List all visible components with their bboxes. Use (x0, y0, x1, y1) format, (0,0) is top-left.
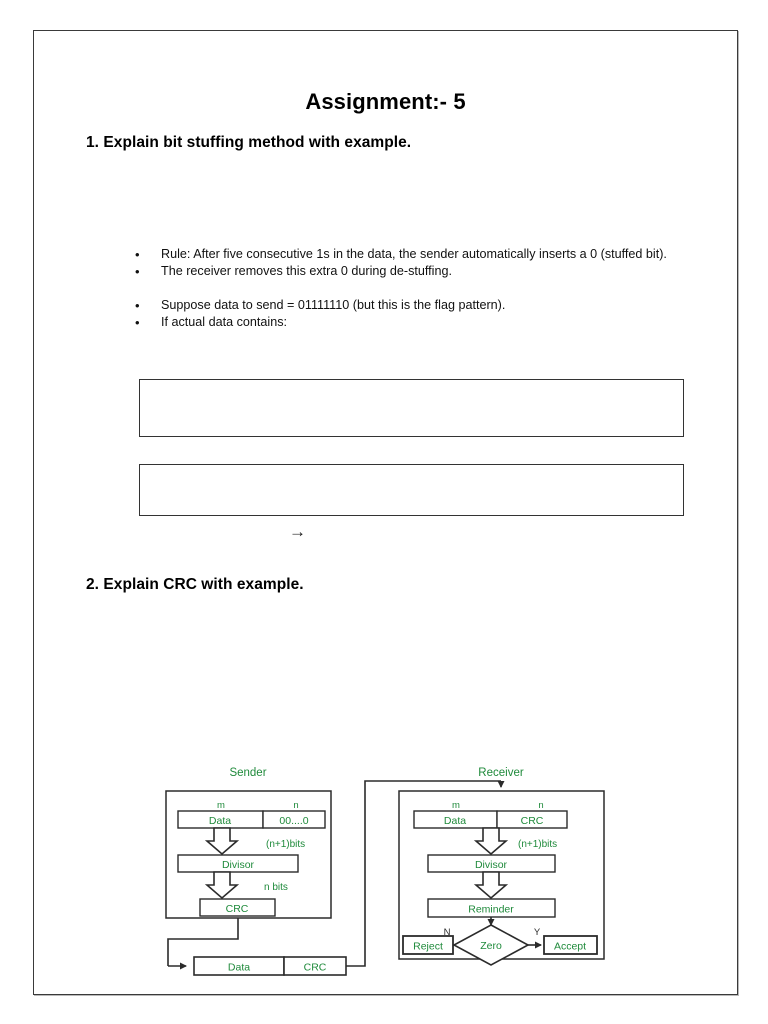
svg-text:CRC: CRC (226, 903, 249, 915)
answer-box-2[interactable] (139, 464, 684, 516)
sender-block-arrow-1 (204, 827, 240, 856)
svg-text:CRC: CRC (304, 962, 327, 974)
receiver-n-label: n (538, 800, 543, 811)
zero-decision-diamond: Zero (452, 924, 530, 966)
right-arrow-icon: → (289, 522, 306, 541)
sender-nplus1-label: (n+1)bits (266, 839, 305, 850)
page-sheet: Assignment:- 5 1. Explain bit stuffing m… (33, 30, 738, 995)
receiver-divisor-block: Divisor (427, 854, 556, 873)
sender-block-arrow-2 (204, 871, 240, 900)
receiver-label: Receiver (478, 767, 524, 779)
receiver-crc-cell: CRC (496, 810, 568, 829)
bullet-marker: • (135, 315, 140, 330)
receiver-reminder-block: Reminder (427, 898, 556, 918)
receiver-data-cell: Data (413, 810, 498, 829)
list-item: • Suppose data to send = 01111110 (but t… (129, 297, 674, 314)
transmission-frame-crc-cell: CRC (283, 956, 347, 976)
svg-text:CRC: CRC (521, 815, 544, 827)
page-title: Assignment:- 5 (305, 89, 466, 114)
svg-text:Data: Data (228, 962, 250, 974)
svg-text:Divisor: Divisor (475, 859, 508, 871)
sender-data-cell: Data (177, 810, 264, 829)
sender-m-label: m (217, 800, 225, 811)
list-item: • Rule: After five consecutive 1s in the… (129, 246, 674, 263)
bullet-marker: • (135, 247, 140, 262)
sender-divisor-block: Divisor (177, 854, 299, 873)
receiver-block-arrow-1 (473, 827, 509, 856)
decision-no-label: N (444, 927, 451, 938)
bullet-list: • Rule: After five consecutive 1s in the… (129, 246, 674, 331)
svg-text:Reminder: Reminder (468, 904, 514, 916)
sender-zeros-cell: 00....0 (262, 810, 326, 829)
page-content: Assignment:- 5 1. Explain bit stuffing m… (34, 31, 737, 994)
list-item-text: The receiver removes this extra 0 during… (161, 264, 452, 278)
svg-text:00....0: 00....0 (279, 815, 308, 827)
crc-diagram: Sender Receiver m n Data 00....0 (n+1)bi… (156, 759, 616, 987)
svg-text:Data: Data (444, 815, 466, 827)
reject-block: Reject (402, 935, 454, 955)
sender-n-label: n (293, 800, 298, 811)
receiver-m-label: m (452, 800, 460, 811)
list-item: • If actual data contains: (129, 314, 674, 331)
list-item-text: Suppose data to send = 01111110 (but thi… (161, 298, 506, 312)
frame-to-receiver-connector (346, 780, 505, 967)
question-1-heading: 1. Explain bit stuffing method with exam… (86, 134, 412, 151)
svg-text:Zero: Zero (480, 940, 502, 952)
bullet-marker: • (135, 264, 140, 279)
svg-text:Reject: Reject (413, 941, 443, 953)
svg-text:Data: Data (209, 815, 231, 827)
sender-nbits-label: n bits (264, 882, 288, 893)
list-item: • The receiver removes this extra 0 duri… (129, 263, 674, 280)
accept-block: Accept (543, 935, 598, 955)
sender-to-frame-connector (167, 918, 239, 970)
list-item-text: Rule: After five consecutive 1s in the d… (161, 247, 667, 261)
sender-label: Sender (229, 767, 266, 779)
receiver-nplus1-label: (n+1)bits (518, 839, 557, 850)
decision-yes-label: Y (534, 927, 541, 938)
question-2-heading: 2. Explain CRC with example. (86, 576, 304, 593)
transmission-frame-data-cell: Data (193, 956, 285, 976)
receiver-block-arrow-2 (473, 871, 509, 900)
svg-text:Accept: Accept (554, 941, 586, 953)
svg-text:Divisor: Divisor (222, 859, 255, 871)
list-item-text: If actual data contains: (161, 315, 288, 329)
answer-box-1[interactable] (139, 379, 684, 437)
bullet-marker: • (135, 298, 140, 313)
sender-crc-block: CRC (199, 898, 276, 917)
